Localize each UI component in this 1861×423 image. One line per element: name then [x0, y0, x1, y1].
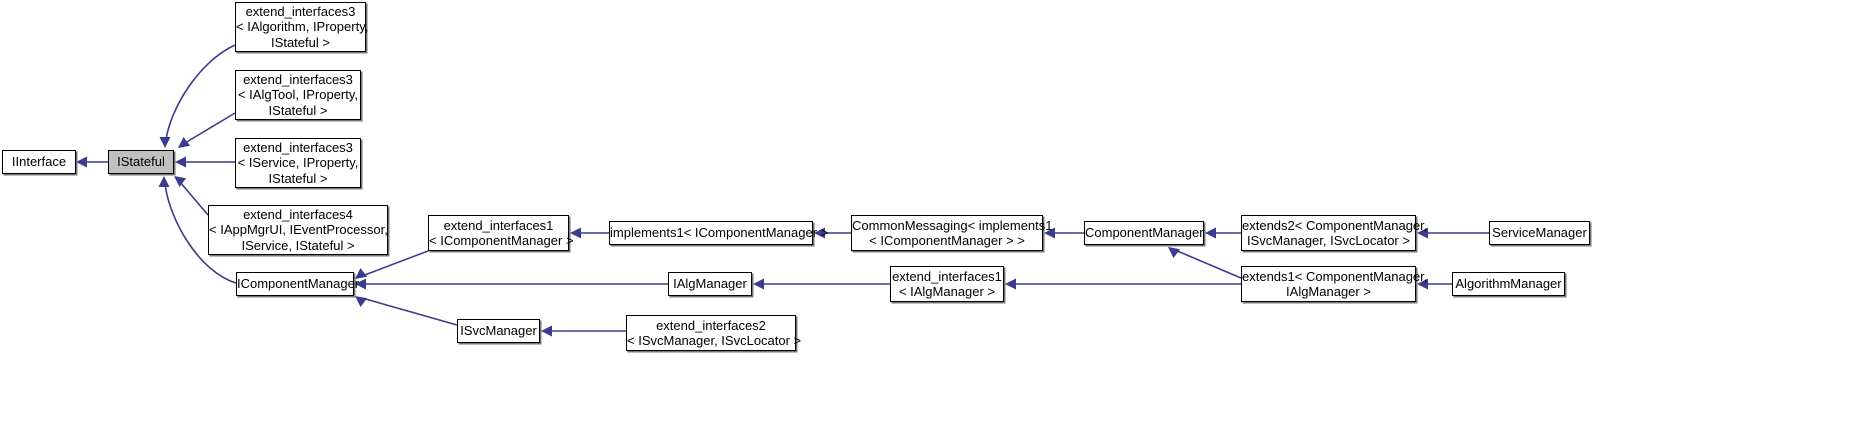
class-node-extends1_cm[interactable]: extends1< ComponentManager, IAlgManager …: [1241, 266, 1428, 302]
class-node-label: IComponentManager: [237, 276, 360, 292]
class-node-istateful[interactable]: IStateful: [108, 150, 174, 174]
inheritance-arrowhead-icon: [159, 137, 171, 148]
inheritance-arrowhead-icon: [158, 176, 170, 187]
class-node-label: extend_interfaces4 < IAppMgrUI, IEventPr…: [209, 206, 388, 253]
class-node-ei2_isvcmanager[interactable]: extend_interfaces2 < ISvcManager, ISvcLo…: [626, 315, 802, 351]
class-node-label: extend_interfaces3 < IService, IProperty…: [237, 139, 359, 186]
class-node-label: ComponentManager: [1085, 225, 1204, 241]
inheritance-edge: [165, 44, 236, 141]
class-node-label: ServiceManager: [1492, 225, 1587, 241]
class-node-ei1_ialgmanager[interactable]: extend_interfaces1 < IAlgManager >: [890, 266, 1004, 302]
class-node-label: IInterface: [11, 154, 67, 170]
class-node-implements1_icm[interactable]: implements1< IComponentManager >: [609, 221, 829, 245]
class-node-label: extend_interfaces2 < ISvcManager, ISvcLo…: [627, 317, 802, 349]
class-node-label: extend_interfaces3 < IAlgTool, IProperty…: [237, 71, 359, 118]
inheritance-arrowhead-icon: [1168, 247, 1181, 258]
class-node-componentmanager[interactable]: ComponentManager: [1084, 221, 1204, 245]
class-node-isvcmanager[interactable]: ISvcManager: [457, 319, 540, 343]
class-node-label: extend_interfaces1 < IComponentManager >: [429, 217, 574, 249]
class-node-ei4_iappmgrui[interactable]: extend_interfaces4 < IAppMgrUI, IEventPr…: [208, 205, 388, 255]
class-node-label: extends2< ComponentManager, ISvcManager,…: [1242, 217, 1428, 249]
class-node-label: implements1< IComponentManager >: [610, 225, 829, 241]
inheritance-edge: [1174, 249, 1242, 279]
inheritance-arrowhead-icon: [753, 278, 764, 290]
class-node-ei1_icomponentmanager[interactable]: extend_interfaces1 < IComponentManager >: [428, 215, 574, 251]
inheritance-arrowhead-icon: [1205, 227, 1216, 239]
inheritance-arrowhead-icon: [175, 156, 186, 168]
class-node-label: extends1< ComponentManager, IAlgManager …: [1242, 268, 1428, 300]
inheritance-arrowhead-icon: [355, 296, 368, 307]
inheritance-edge: [179, 181, 209, 216]
class-node-label: AlgorithmManager: [1455, 276, 1562, 292]
inheritance-arrowhead-icon: [1005, 278, 1016, 290]
class-node-label: extend_interfaces1 < IAlgManager >: [892, 268, 1002, 300]
class-node-ialgmanager[interactable]: IAlgManager: [668, 272, 752, 296]
inheritance-edge: [184, 112, 236, 144]
inheritance-arrowhead-icon: [178, 137, 191, 148]
class-node-label: ISvcManager: [460, 323, 537, 339]
class-node-icomponentmanager[interactable]: IComponentManager: [236, 272, 360, 296]
class-node-commonmessaging_icm[interactable]: CommonMessaging< implements1 < IComponen…: [851, 215, 1053, 251]
inheritance-arrowhead-icon: [541, 325, 552, 337]
class-node-ei3_ialgtool[interactable]: extend_interfaces3 < IAlgTool, IProperty…: [235, 70, 361, 120]
class-node-label: IStateful: [117, 154, 165, 170]
inheritance-edge: [361, 297, 458, 326]
inheritance-arrowhead-icon: [174, 176, 187, 187]
class-node-ei3_ialgorithm[interactable]: extend_interfaces3 < IAlgorithm, IProper…: [235, 2, 369, 52]
class-node-label: IAlgManager: [673, 276, 747, 292]
class-node-algorithmmanager[interactable]: AlgorithmManager: [1452, 272, 1565, 296]
class-node-extends2_cm[interactable]: extends2< ComponentManager, ISvcManager,…: [1241, 215, 1428, 251]
class-node-servicemanager[interactable]: ServiceManager: [1489, 221, 1590, 245]
class-node-iinterface[interactable]: IInterface: [2, 150, 76, 174]
class-node-label: CommonMessaging< implements1 < IComponen…: [852, 217, 1053, 249]
inheritance-arrowhead-icon: [76, 156, 87, 168]
class-node-label: extend_interfaces3 < IAlgorithm, IProper…: [236, 3, 369, 50]
class-node-ei3_iservice[interactable]: extend_interfaces3 < IService, IProperty…: [235, 138, 361, 188]
